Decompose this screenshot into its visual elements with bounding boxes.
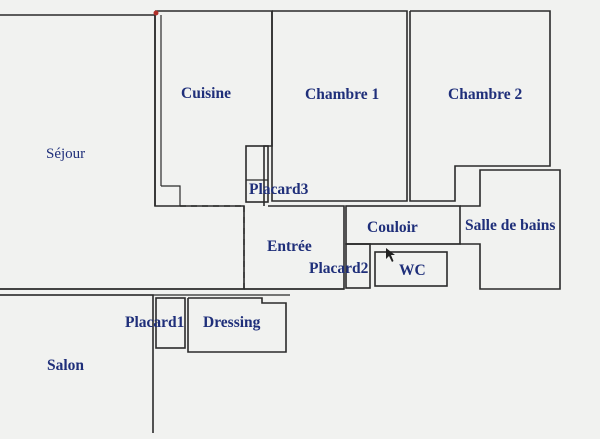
wc-room xyxy=(374,251,448,287)
label-dressing: Dressing xyxy=(203,314,261,331)
label-wc: WC xyxy=(399,262,426,279)
label-placard3: Placard3 xyxy=(249,181,309,198)
label-salon: Salon xyxy=(47,357,84,374)
corner-marker xyxy=(153,10,159,16)
label-chambre2: Chambre 2 xyxy=(448,86,522,103)
placard3-room xyxy=(245,145,269,203)
label-placard2: Placard2 xyxy=(309,260,369,277)
chambre2-room xyxy=(409,10,551,202)
placard1-room xyxy=(155,297,186,349)
salle-de-bains-room xyxy=(460,169,561,290)
floor-divider xyxy=(0,288,344,296)
cuisine-room xyxy=(154,10,273,206)
salon-room xyxy=(0,294,154,433)
label-couloir: Couloir xyxy=(367,219,418,236)
label-cuisine: Cuisine xyxy=(181,85,231,102)
placard2-room xyxy=(345,243,371,289)
label-chambre1: Chambre 1 xyxy=(305,86,379,103)
label-sejour: Séjour xyxy=(46,146,85,162)
label-placard1: Placard1 xyxy=(125,314,184,331)
dressing-room xyxy=(187,297,287,353)
label-entree: Entrée xyxy=(267,238,312,255)
chambre1-room xyxy=(271,10,408,202)
mouse-cursor-icon xyxy=(386,248,395,262)
label-salle-de-bains: Salle de bains xyxy=(465,217,555,234)
sejour-room xyxy=(0,14,245,290)
